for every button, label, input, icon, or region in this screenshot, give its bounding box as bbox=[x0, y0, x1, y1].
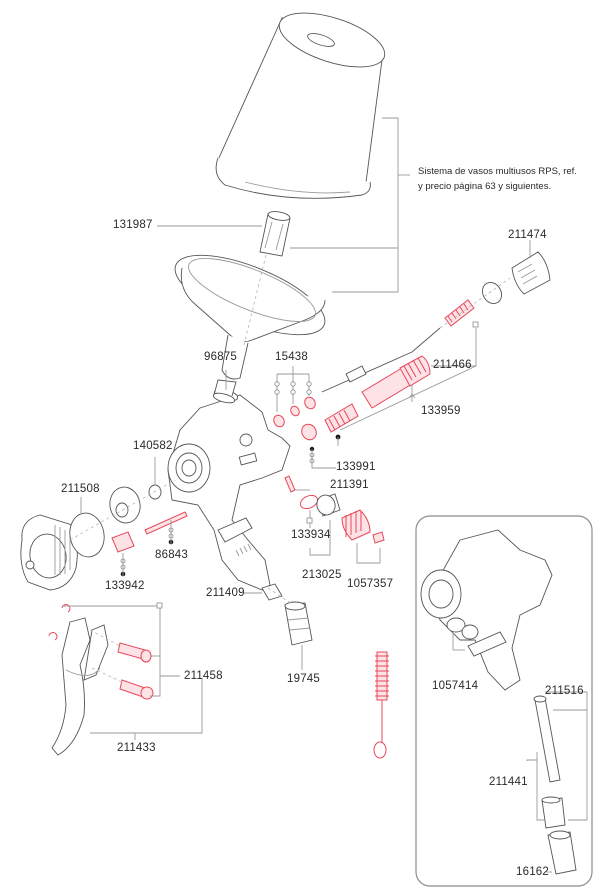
inset-part-label-1057414: 1057414 bbox=[432, 680, 479, 692]
part-label-133942: 133942 bbox=[105, 580, 145, 592]
part-label-211458: 211458 bbox=[184, 670, 223, 682]
air-cap bbox=[20, 514, 78, 591]
paint-cup bbox=[215, 12, 386, 199]
inset-filter bbox=[533, 695, 577, 875]
part-label-211391: 211391 bbox=[330, 479, 369, 491]
part-label-211409: 211409 bbox=[206, 587, 245, 599]
inset-frame bbox=[415, 515, 593, 887]
fluid-nozzle bbox=[69, 479, 176, 541]
air-inlet bbox=[267, 587, 313, 646]
air-micrometer-knob bbox=[341, 509, 385, 544]
part-label-211433: 211433 bbox=[117, 742, 156, 754]
inset-gun-body bbox=[420, 529, 553, 691]
trigger bbox=[51, 617, 109, 756]
inset-part-label-16162: 16162 bbox=[516, 866, 549, 878]
air-valve-parts bbox=[273, 396, 359, 441]
o-ring-red bbox=[299, 494, 319, 510]
part-label-211508: 211508 bbox=[61, 483, 100, 495]
cleaning-brush bbox=[373, 651, 389, 759]
trigger-stop bbox=[261, 583, 283, 601]
nozzle-seal bbox=[111, 531, 135, 553]
part-label-96875: 96875 bbox=[204, 351, 237, 363]
filter-part bbox=[259, 211, 291, 257]
part-label-133991: 133991 bbox=[336, 461, 376, 473]
part-label-1057357: 1057357 bbox=[347, 578, 394, 590]
part-label-19745: 19745 bbox=[287, 673, 320, 685]
inset-part-label-211441: 211441 bbox=[489, 776, 528, 788]
needle-packing bbox=[361, 355, 431, 409]
air-valve bbox=[316, 493, 341, 517]
cup-lid bbox=[174, 254, 326, 380]
guide-pin bbox=[144, 511, 188, 535]
gun-body bbox=[167, 379, 291, 591]
part-label-213025: 213025 bbox=[302, 569, 342, 581]
needle-assembly bbox=[321, 251, 551, 393]
part-label-140582: 140582 bbox=[133, 440, 173, 452]
inset-part-label-211516: 211516 bbox=[545, 685, 584, 697]
cup-system-note: Sistema de vasos multiusos RPS, ref. y p… bbox=[418, 166, 577, 192]
air-cap-ring bbox=[69, 512, 105, 558]
part-label-133934: 133934 bbox=[291, 529, 331, 541]
part-label-211474: 211474 bbox=[508, 229, 547, 241]
part-label-131987: 131987 bbox=[113, 219, 153, 231]
red-pin bbox=[284, 475, 296, 493]
part-label-86843: 86843 bbox=[155, 549, 188, 561]
o-ring-96875 bbox=[212, 392, 236, 404]
part-label-15438: 15438 bbox=[275, 351, 308, 363]
part-label-133959: 133959 bbox=[421, 405, 461, 417]
e-clip bbox=[48, 632, 58, 641]
part-label-211466: 211466 bbox=[433, 359, 472, 371]
e-clip bbox=[61, 604, 71, 613]
